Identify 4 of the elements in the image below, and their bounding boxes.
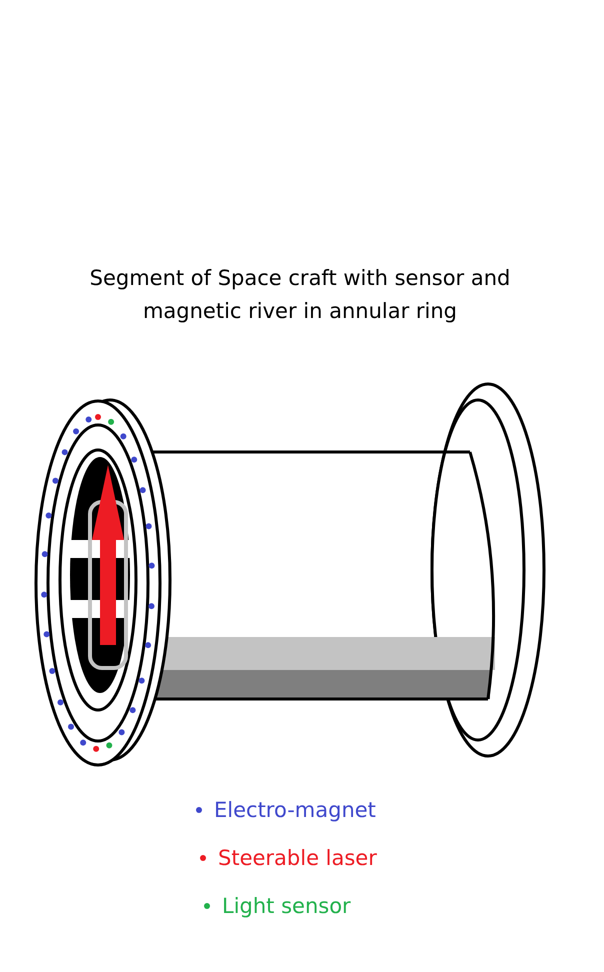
legend-label: Steerable laser xyxy=(218,846,377,870)
legend-label: Light sensor xyxy=(222,894,351,918)
diagram-title: Segment of Space craft with sensor and magnetic river in annular ring xyxy=(88,265,512,325)
legend-label: Electro-magnet xyxy=(214,798,376,822)
